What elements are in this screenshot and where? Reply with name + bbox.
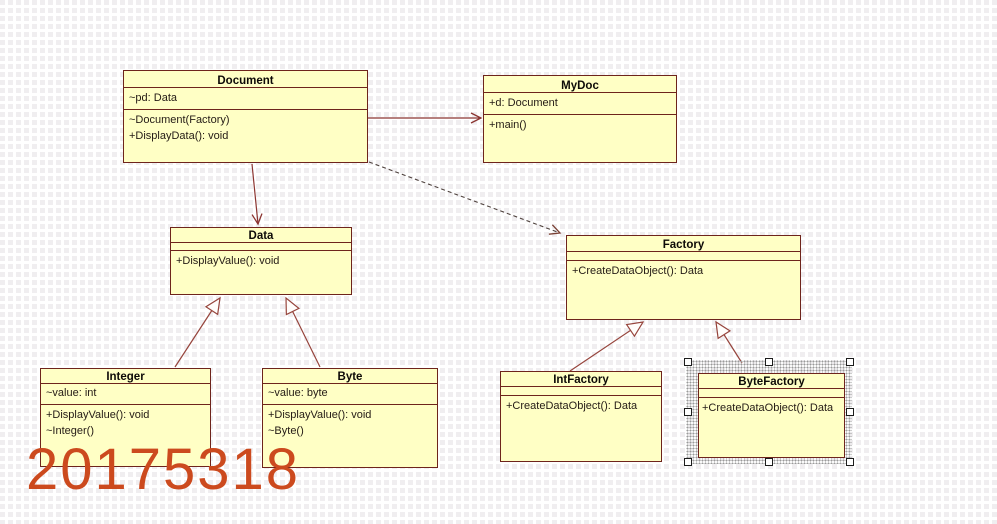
operation: ~Integer() xyxy=(46,425,94,437)
class-data-title: Data xyxy=(248,230,274,242)
operation: ~Document(Factory) xyxy=(129,114,230,126)
class-byte-attributes: ~value: byte xyxy=(263,383,437,404)
class-document[interactable]: Document ~pd: Data ~Document(Factory) +D… xyxy=(123,70,368,163)
attribute: +d: Document xyxy=(489,97,558,109)
generalization-bytefactory-factory[interactable] xyxy=(715,320,743,364)
class-intfactory[interactable]: IntFactory +CreateDataObject(): Data xyxy=(500,371,662,462)
class-document-title: Document xyxy=(217,75,274,87)
class-bytefactory-operations: +CreateDataObject(): Data xyxy=(699,397,844,457)
class-factory-attributes xyxy=(567,251,800,260)
class-mydoc-attributes: +d: Document xyxy=(484,92,676,114)
class-factory[interactable]: Factory +CreateDataObject(): Data xyxy=(566,235,801,320)
class-intfactory-title: IntFactory xyxy=(553,374,609,386)
class-mydoc-operations: +main() xyxy=(484,114,676,162)
class-integer-title: Integer xyxy=(106,371,145,383)
selection-handle-top-middle[interactable] xyxy=(765,358,773,366)
operation: ~Byte() xyxy=(268,425,304,437)
attribute: ~value: int xyxy=(46,387,97,399)
operation: +DisplayData(): void xyxy=(129,130,229,142)
selection-handle-top-left[interactable] xyxy=(684,358,692,366)
class-bytefactory-title: ByteFactory xyxy=(738,376,805,388)
class-mydoc[interactable]: MyDoc +d: Document +main() xyxy=(483,75,677,163)
class-bytefactory[interactable]: ByteFactory +CreateDataObject(): Data xyxy=(698,373,845,458)
class-intfactory-operations: +CreateDataObject(): Data xyxy=(501,395,661,461)
class-document-attributes: ~pd: Data xyxy=(124,87,367,109)
class-data-attributes xyxy=(171,242,351,250)
generalization-byte-data[interactable] xyxy=(285,296,321,368)
class-integer-operations: +DisplayValue(): void ~Integer() xyxy=(41,404,210,466)
selection-handle-bottom-middle[interactable] xyxy=(765,458,773,466)
class-factory-title: Factory xyxy=(662,239,705,251)
operation: +DisplayValue(): void xyxy=(176,255,280,267)
selection-bytefactory[interactable]: ByteFactory +CreateDataObject(): Data xyxy=(684,358,854,466)
dependency-document-factory[interactable] xyxy=(368,161,562,235)
operation: +CreateDataObject(): Data xyxy=(702,402,834,414)
selection-handle-middle-left[interactable] xyxy=(684,408,692,416)
operation: +CreateDataObject(): Data xyxy=(506,400,638,412)
selection-handle-bottom-right[interactable] xyxy=(846,458,854,466)
association-document-data[interactable] xyxy=(251,163,263,226)
selection-handle-middle-right[interactable] xyxy=(846,408,854,416)
operation: +DisplayValue(): void xyxy=(268,409,372,421)
operation: +CreateDataObject(): Data xyxy=(572,265,704,277)
class-factory-operations: +CreateDataObject(): Data xyxy=(567,260,800,319)
selection-handle-top-right[interactable] xyxy=(846,358,854,366)
class-bytefactory-attributes xyxy=(699,388,844,397)
class-mydoc-title: MyDoc xyxy=(561,80,599,92)
generalization-intfactory-factory[interactable] xyxy=(569,321,645,372)
watermark-text: 20175318 xyxy=(26,437,301,502)
class-integer-attributes: ~value: int xyxy=(41,383,210,404)
class-data-operations: +DisplayValue(): void xyxy=(171,250,351,294)
class-integer[interactable]: Integer ~value: int +DisplayValue(): voi… xyxy=(40,368,211,467)
class-document-operations: ~Document(Factory) +DisplayData(): void xyxy=(124,109,367,162)
operation: +DisplayValue(): void xyxy=(46,409,150,421)
generalization-integer-data[interactable] xyxy=(174,296,221,368)
class-intfactory-attributes xyxy=(501,386,661,395)
class-byte-operations: +DisplayValue(): void ~Byte() xyxy=(263,404,437,467)
attribute: ~value: byte xyxy=(268,387,328,399)
class-byte[interactable]: Byte ~value: byte +DisplayValue(): void … xyxy=(262,368,438,468)
class-data[interactable]: Data +DisplayValue(): void xyxy=(170,227,352,295)
attribute: ~pd: Data xyxy=(129,92,178,104)
selection-handle-bottom-left[interactable] xyxy=(684,458,692,466)
operation: +main() xyxy=(489,119,527,131)
class-byte-title: Byte xyxy=(337,371,363,383)
